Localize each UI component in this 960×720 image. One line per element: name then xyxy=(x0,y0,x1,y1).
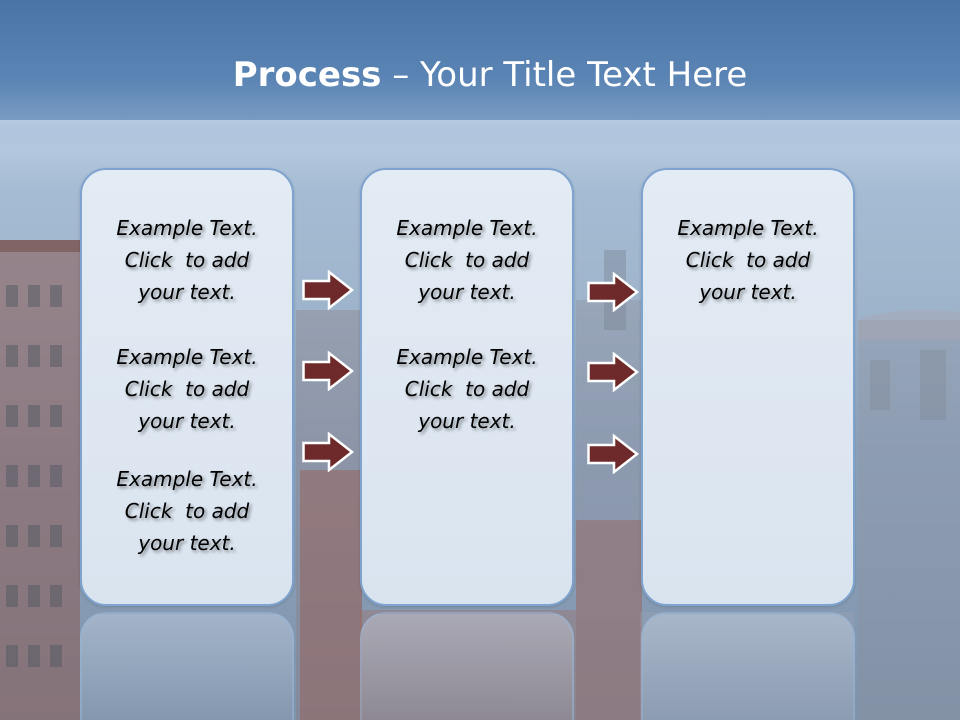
right-arrow-icon[interactable] xyxy=(302,270,354,310)
text-line: Example Text. xyxy=(116,467,258,491)
text-block[interactable]: Example Text. Click to add your text. xyxy=(362,341,572,437)
text-block[interactable]: Example Text. Click to add your text. xyxy=(82,341,292,437)
text-line: Example Text. xyxy=(396,216,538,240)
text-line: Click to add xyxy=(404,248,530,272)
text-line: Example Text. xyxy=(116,345,258,369)
right-arrow-icon[interactable] xyxy=(587,352,639,392)
box-reflection xyxy=(360,612,574,720)
right-arrow-icon[interactable] xyxy=(302,432,354,472)
right-arrow-icon[interactable] xyxy=(587,272,639,312)
title-strong: Process xyxy=(232,55,382,95)
text-line: your text. xyxy=(138,531,236,555)
text-line: your text. xyxy=(418,280,516,304)
title-rest: – Your Title Text Here xyxy=(381,55,748,95)
process-box-2[interactable]: Example Text. Click to add your text. Ex… xyxy=(360,168,574,606)
text-line: Click to add xyxy=(124,377,250,401)
box-reflection xyxy=(641,612,855,720)
text-block[interactable]: Example Text. Click to add your text. xyxy=(82,463,292,559)
text-line: Click to add xyxy=(404,377,530,401)
text-line: Example Text. xyxy=(116,216,258,240)
text-line: your text. xyxy=(418,409,516,433)
text-block[interactable]: Example Text. Click to add your text. xyxy=(362,212,572,308)
text-line: your text. xyxy=(138,409,236,433)
right-arrow-icon[interactable] xyxy=(587,434,639,474)
text-line: Click to add xyxy=(124,499,250,523)
text-line: Click to add xyxy=(124,248,250,272)
text-line: Example Text. xyxy=(677,216,819,240)
text-line: your text. xyxy=(138,280,236,304)
right-arrow-icon[interactable] xyxy=(302,351,354,391)
slide-title[interactable]: Process – Your Title Text Here xyxy=(0,52,960,98)
text-line: Example Text. xyxy=(396,345,538,369)
text-line: your text. xyxy=(699,280,797,304)
text-block[interactable]: Example Text. Click to add your text. xyxy=(643,212,853,308)
box-reflection xyxy=(80,612,294,720)
text-block[interactable]: Example Text. Click to add your text. xyxy=(82,212,292,308)
process-box-1[interactable]: Example Text. Click to add your text. Ex… xyxy=(80,168,294,606)
title-band xyxy=(0,0,960,130)
process-box-3[interactable]: Example Text. Click to add your text. xyxy=(641,168,855,606)
text-line: Click to add xyxy=(685,248,811,272)
